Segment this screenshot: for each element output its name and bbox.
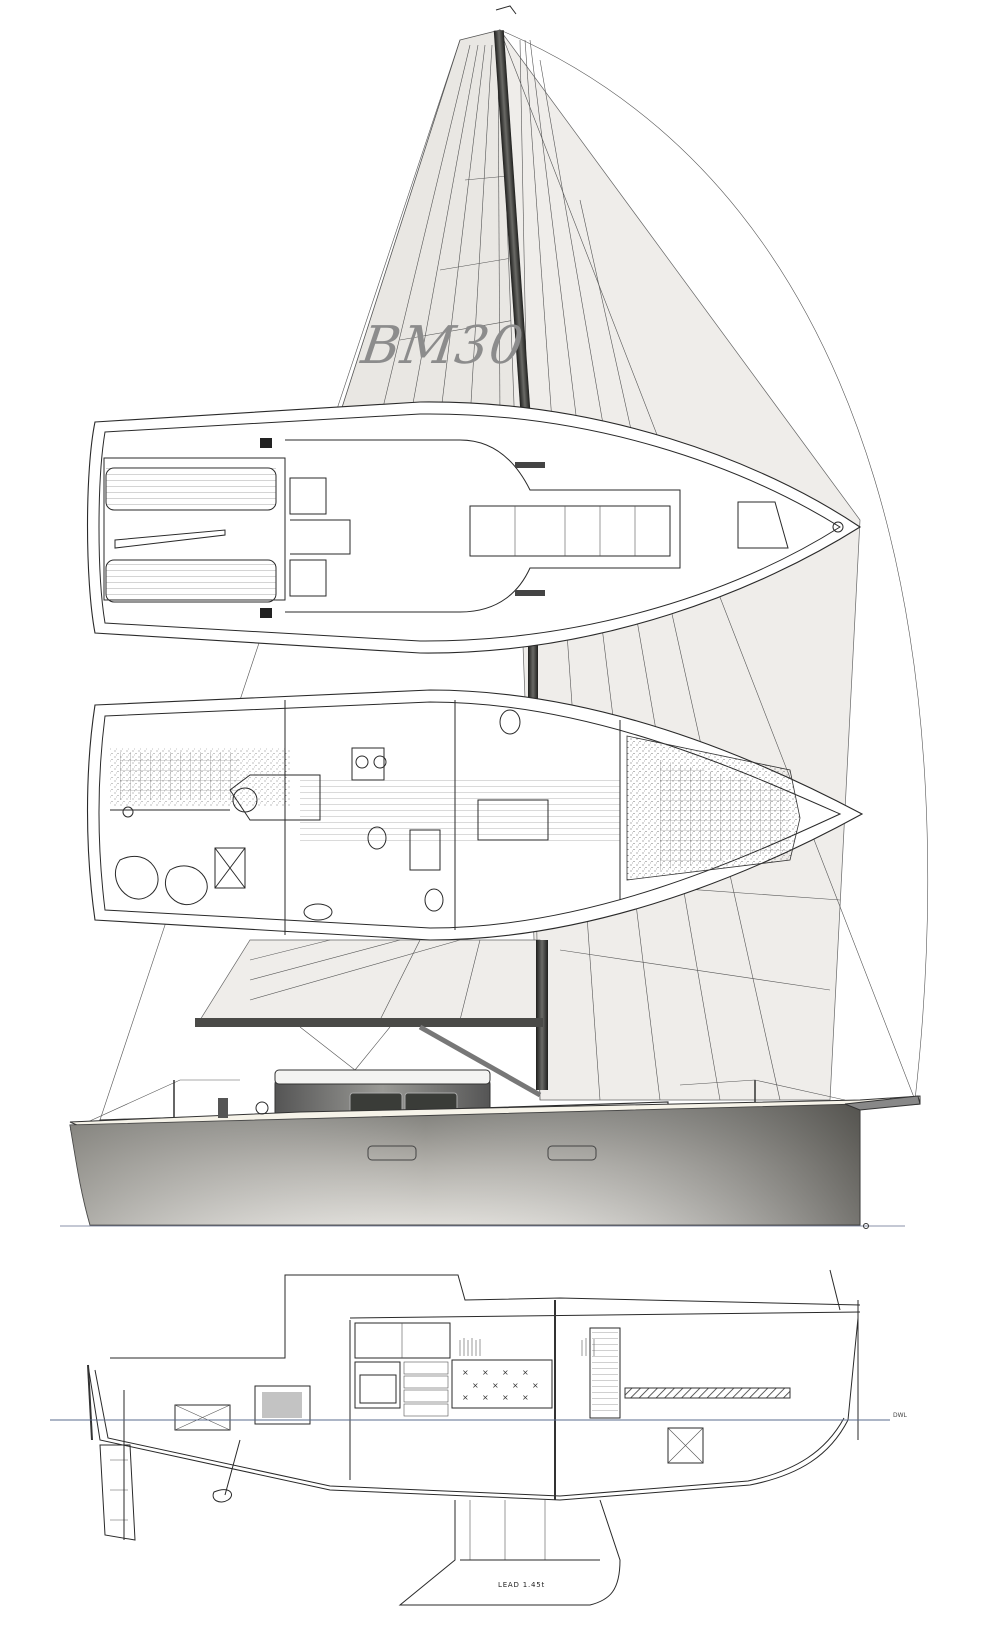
svg-text:×: ×	[472, 1381, 479, 1390]
spinnaker-outline	[499, 29, 928, 1101]
keel-weight-label: LEAD 1.45t	[498, 1581, 546, 1589]
bookshelf	[459, 1338, 595, 1356]
waterline-label: DWL	[893, 1412, 907, 1419]
cockpit	[103, 457, 286, 601]
keel	[398, 1499, 621, 1606]
deck-outline	[86, 401, 862, 654]
svg-text:×: ×	[502, 1368, 509, 1377]
hull-port	[367, 1145, 417, 1161]
mast	[493, 30, 531, 410]
engine	[254, 1385, 311, 1425]
inboard-profile: ×××× ×××× ××××	[50, 1269, 890, 1606]
svg-text:×: ×	[482, 1393, 489, 1402]
engine-box	[229, 774, 321, 821]
settee-buttons: ×××× ×××× ××××	[462, 1368, 539, 1402]
winch	[218, 1098, 228, 1118]
svg-text:×: ×	[532, 1381, 539, 1390]
oven	[354, 1361, 401, 1409]
tiller	[114, 529, 226, 549]
svg-text:×: ×	[512, 1381, 519, 1390]
svg-text:×: ×	[522, 1368, 529, 1377]
svg-text:×: ×	[522, 1393, 529, 1402]
exterior-profile	[60, 1018, 921, 1229]
svg-text:×: ×	[502, 1393, 509, 1402]
svg-text:×: ×	[482, 1368, 489, 1377]
coachroof	[285, 439, 681, 613]
boom	[195, 1018, 543, 1027]
svg-text:×: ×	[492, 1381, 499, 1390]
hull-port	[547, 1145, 597, 1161]
model-name-logo: BM30	[357, 316, 528, 376]
rudder	[99, 1444, 136, 1541]
winch	[260, 438, 272, 448]
accommodation-plan	[86, 689, 864, 941]
saloon-table	[477, 799, 549, 841]
deck-plan	[86, 401, 862, 654]
masthead-wind-indicator	[495, 5, 517, 15]
propeller	[212, 1489, 232, 1503]
winch	[260, 608, 272, 618]
forehatch	[737, 501, 789, 549]
svg-text:×: ×	[462, 1393, 469, 1402]
svg-text:×: ×	[462, 1368, 469, 1377]
vang	[418, 1024, 542, 1098]
